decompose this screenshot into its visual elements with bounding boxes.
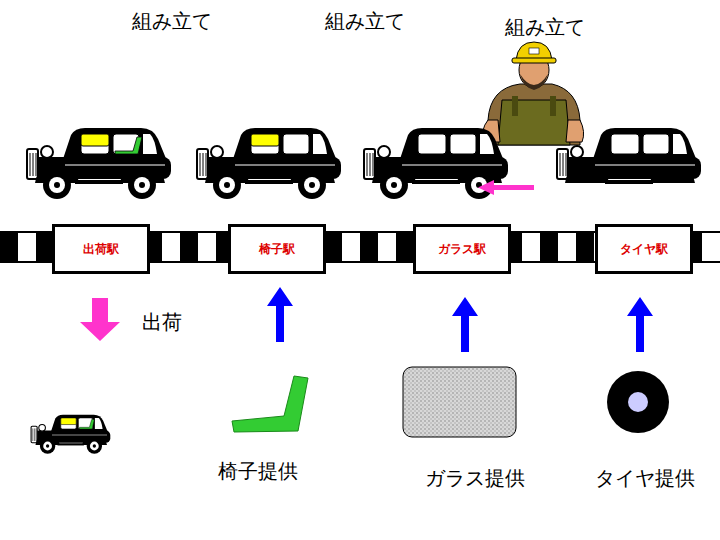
seat-part: [232, 376, 308, 432]
station-name: ガラス駅: [438, 242, 486, 256]
part-caption: 椅子提供: [218, 459, 298, 483]
worker-figure: [483, 42, 584, 145]
station-box: 椅子駅: [228, 224, 326, 274]
flow-arrow: [478, 180, 534, 195]
ship-arrow: [80, 298, 120, 341]
part-caption: ガラス提供: [425, 466, 525, 490]
station-box: タイヤ駅: [595, 224, 693, 274]
tire-part: [607, 371, 669, 433]
station-name: タイヤ駅: [620, 242, 668, 256]
station-name: 出荷駅: [83, 242, 119, 256]
station-box: 出荷駅: [52, 224, 150, 274]
stage-caption: 組み立て: [505, 15, 585, 39]
supply-arrow: [452, 297, 478, 352]
shipped-car: [31, 415, 110, 454]
part-caption: タイヤ提供: [595, 466, 695, 490]
car-no-glass: [364, 128, 508, 199]
car-no-seat: [197, 128, 341, 199]
arrow-label: 出荷: [142, 310, 182, 334]
car-complete: [27, 128, 171, 199]
glass-part: [403, 367, 516, 437]
station-box: ガラス駅: [413, 224, 511, 274]
stage-caption: 組み立て: [132, 9, 212, 33]
station-name: 椅子駅: [259, 242, 295, 256]
supply-arrow: [627, 297, 653, 352]
stage-caption: 組み立て: [325, 9, 405, 33]
car-no-tires: [557, 128, 701, 184]
supply-arrow: [267, 287, 293, 342]
